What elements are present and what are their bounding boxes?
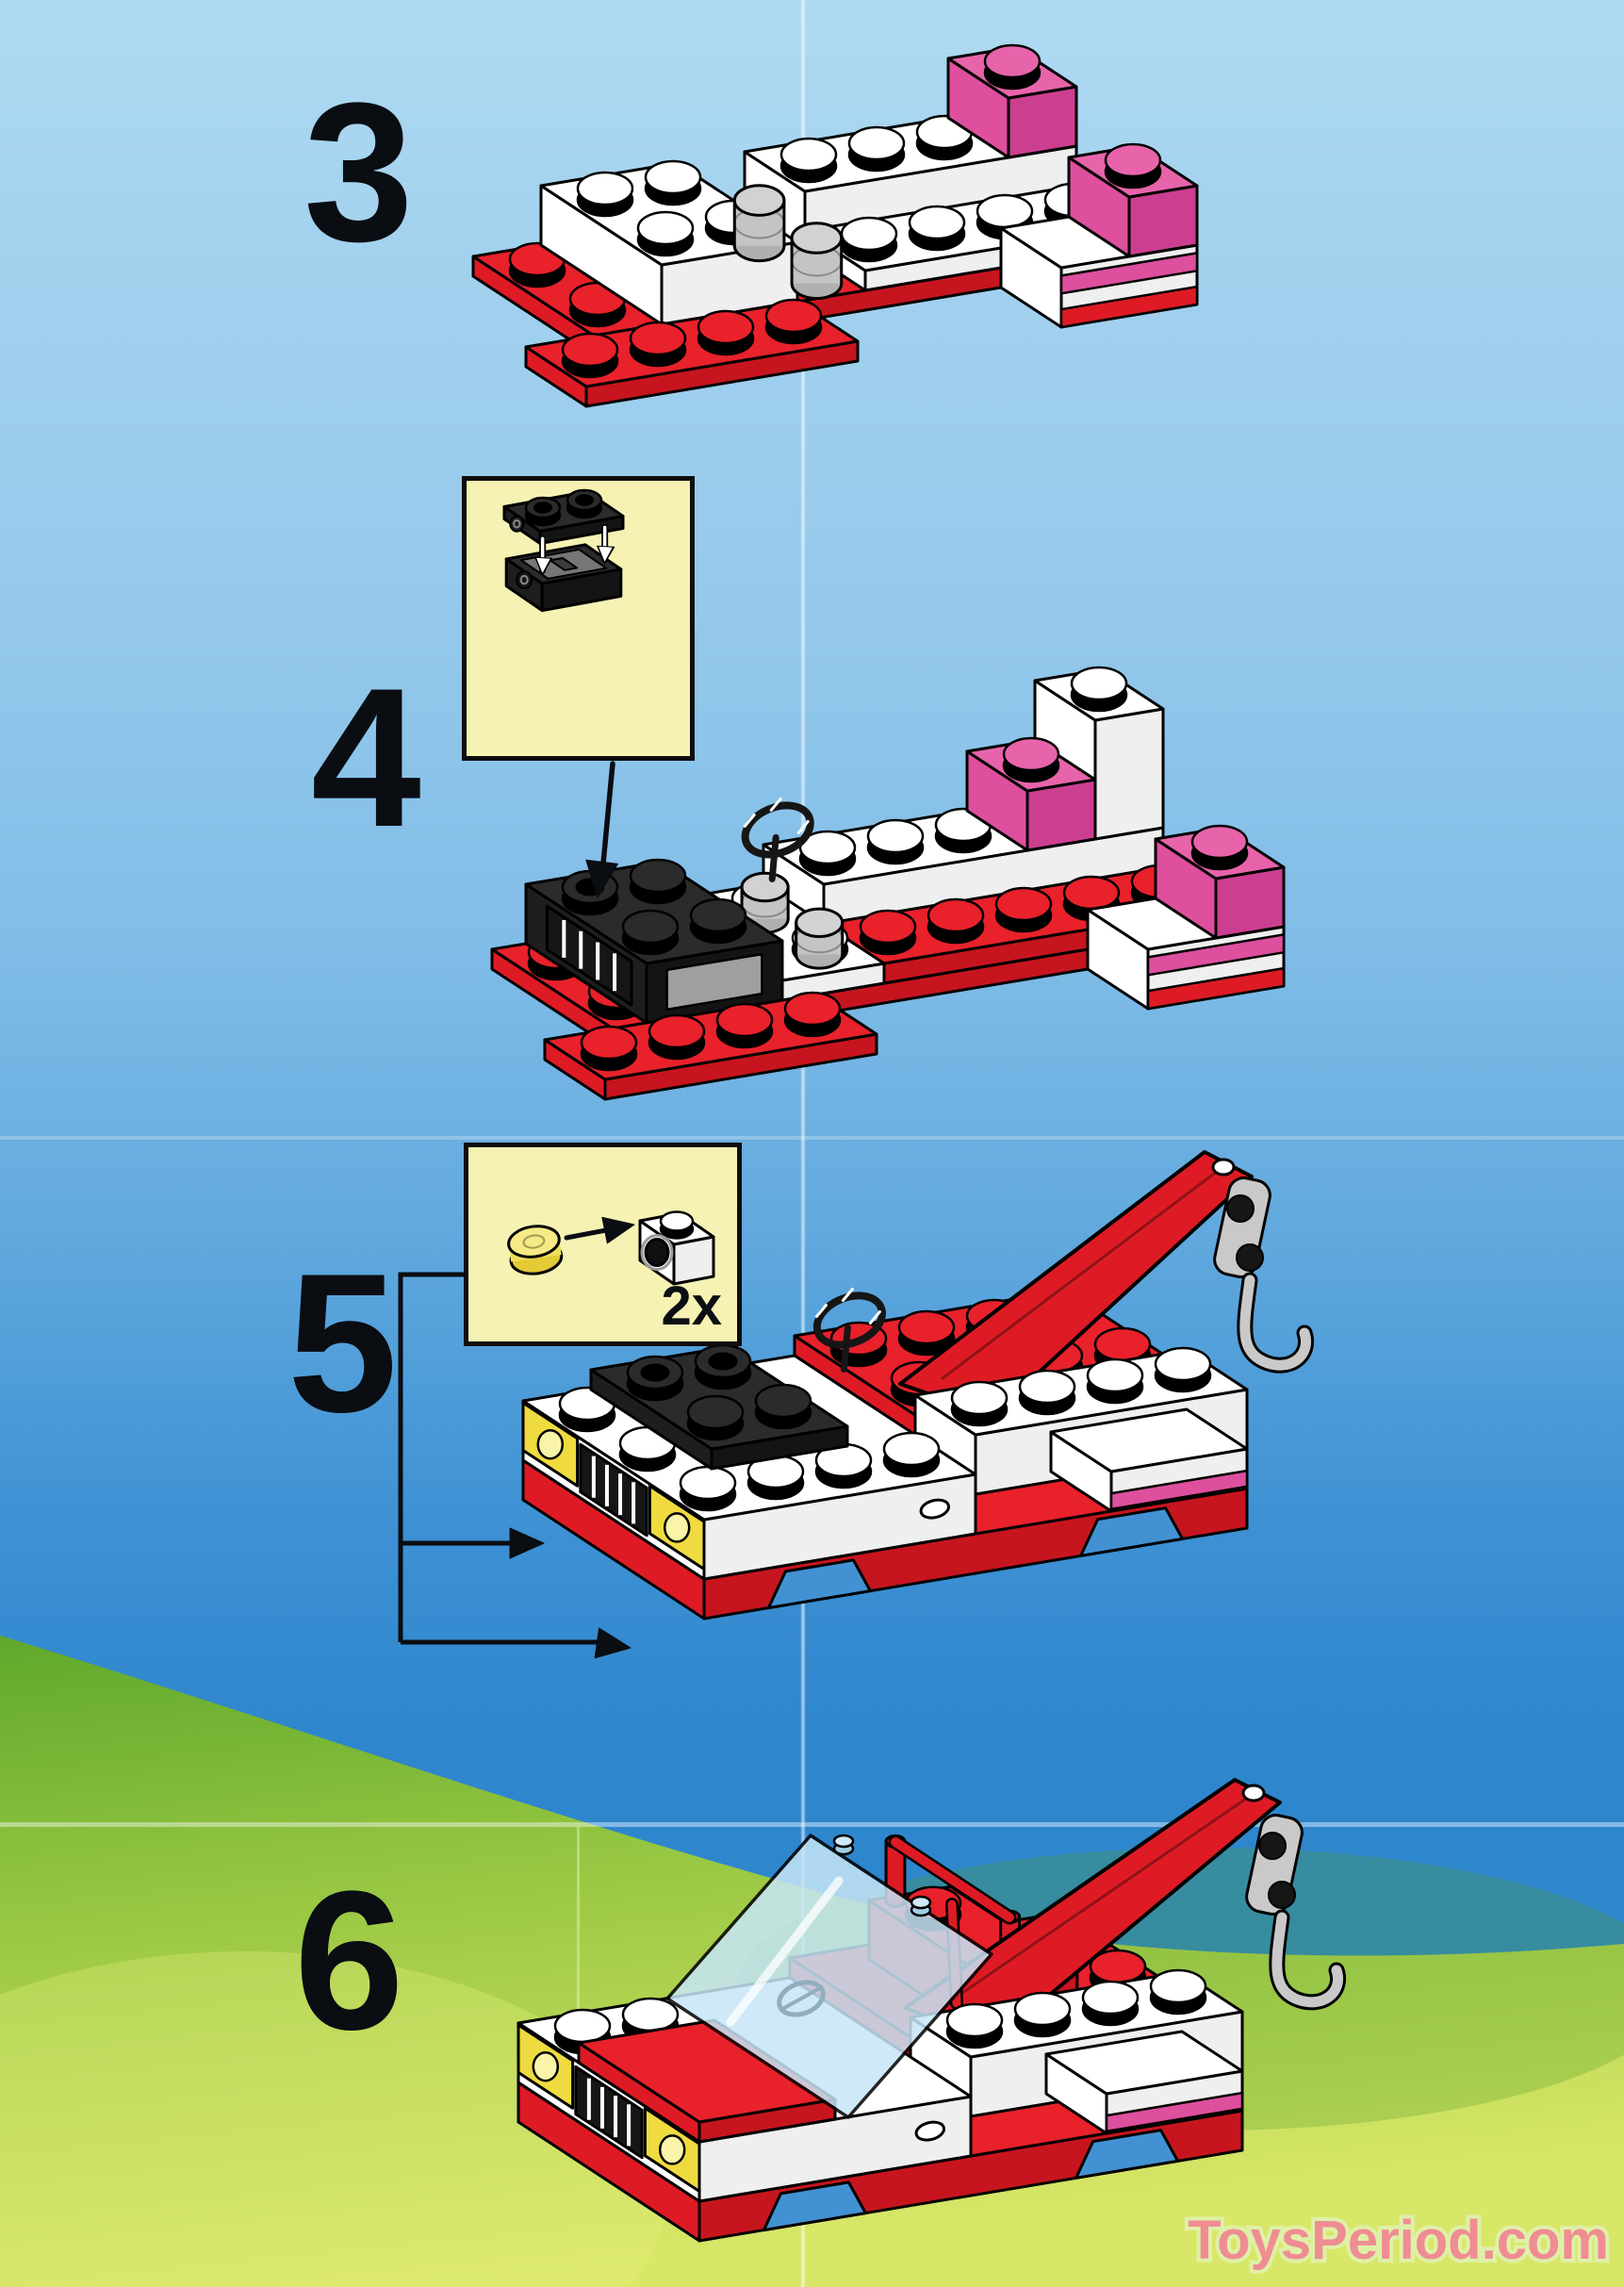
step-4-callout-box [462, 476, 695, 761]
watermark-text: ToysPeriod.com [1188, 2210, 1609, 2271]
step-6-model-illustration [517, 1778, 1346, 2243]
fold-crease-scratch [577, 1827, 580, 2138]
fold-crease-horizontal-upper [0, 1136, 1624, 1140]
step-6-number: 6 [294, 1850, 404, 2071]
step-4-callout-illustration [502, 488, 625, 613]
step-4-model-illustration [490, 666, 1286, 1101]
step-5-callout-illustration [507, 1210, 715, 1286]
step-5-callout-box: 2x [464, 1143, 742, 1346]
step-4-number: 4 [311, 647, 421, 868]
step-3-model-illustration [471, 43, 1199, 408]
watermark: ToysPeriod.com [1184, 2206, 1613, 2275]
step-5-connector-arrows [398, 1272, 632, 1659]
step-3-number: 3 [303, 61, 414, 283]
fold-crease-vertical [800, 0, 806, 2287]
step-5-model-illustration [521, 1150, 1314, 1621]
step-5-callout-quantity: 2x [661, 1275, 722, 1337]
fold-crease-horizontal-lower [0, 1822, 1624, 1827]
step-5-number: 5 [287, 1232, 398, 1454]
